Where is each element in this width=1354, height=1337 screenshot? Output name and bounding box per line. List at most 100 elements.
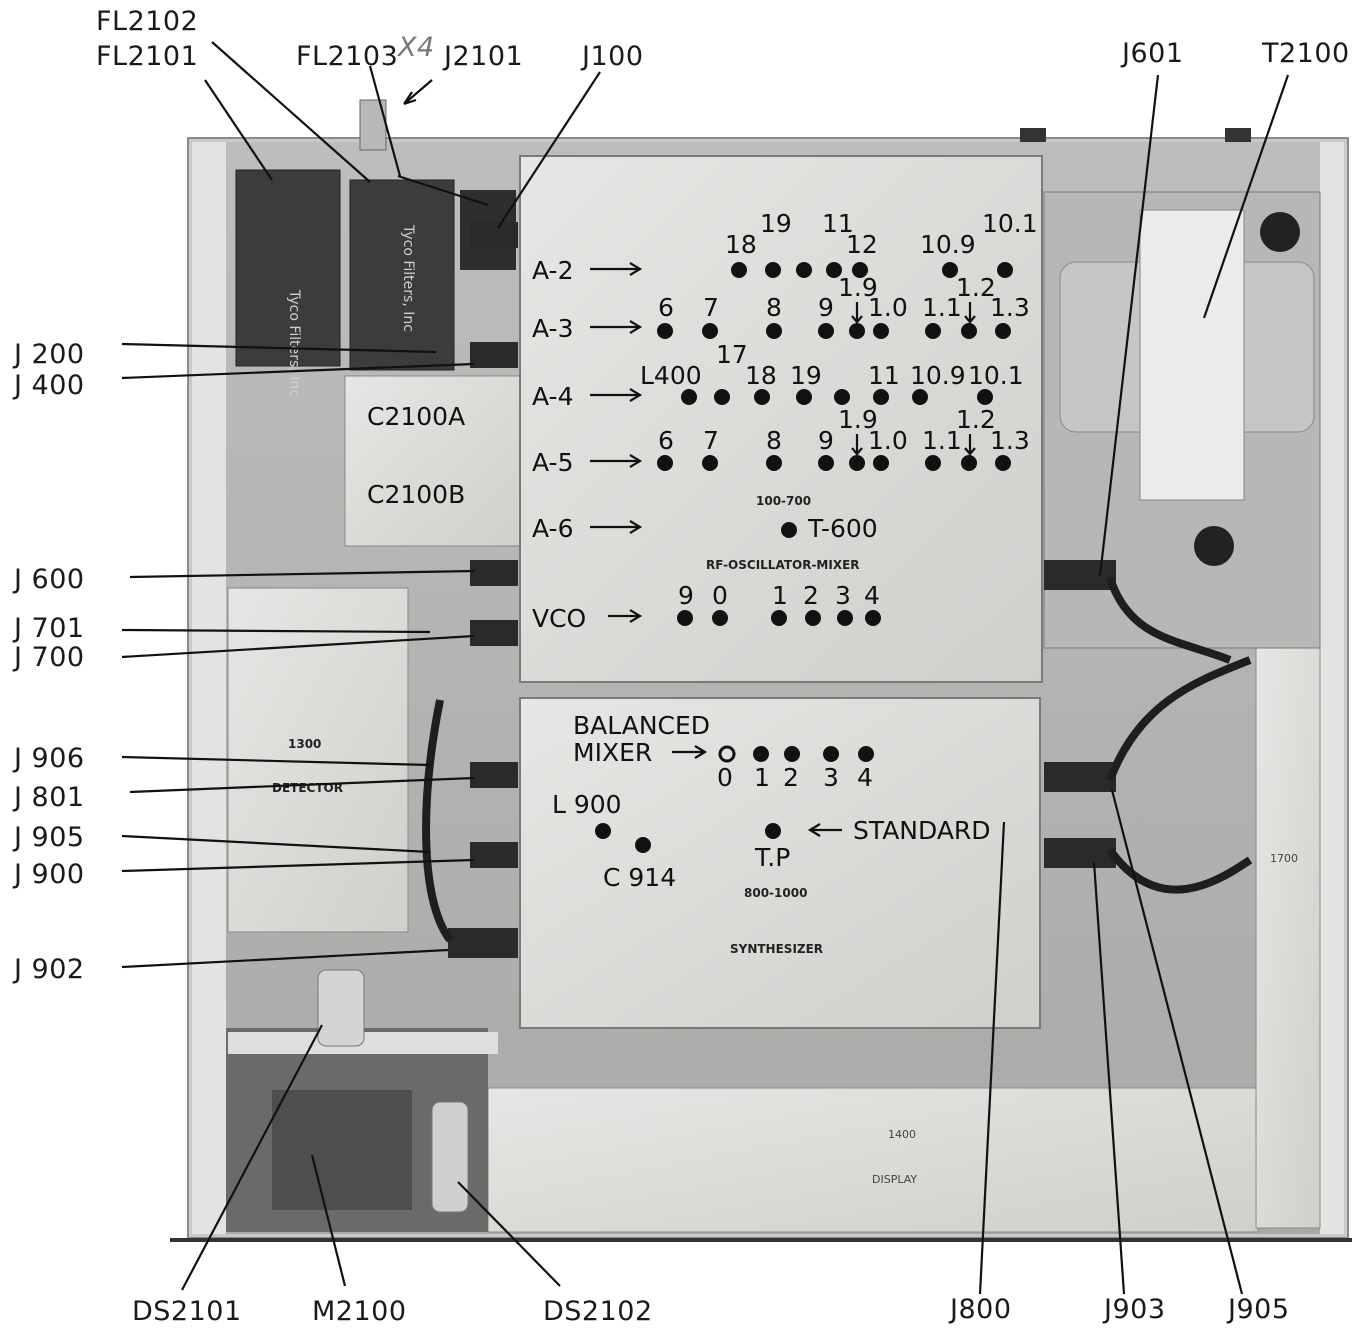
vco-num-3: 3: [835, 581, 851, 610]
mixer-num-0: 0: [717, 763, 733, 792]
standard-label: STANDARD: [853, 816, 991, 845]
row-a3-label: A-3: [532, 314, 573, 343]
connector-j600: [470, 560, 518, 586]
leader-lines: [121, 41, 1290, 1295]
a3-num-1-3: 1.3: [990, 293, 1030, 322]
a2-num-10-1: 10.1: [982, 209, 1038, 238]
side-board: 1700: [1255, 647, 1321, 1229]
filter-fl2102-maker: Tyco Filters, Inc: [400, 224, 416, 332]
a4-num-l400: L400: [640, 361, 702, 390]
label-j100: J100: [582, 41, 644, 72]
mixer-num-3: 3: [823, 763, 839, 792]
row-a2-label: A-2: [532, 256, 573, 285]
label-ds2101: DS2101: [132, 1296, 242, 1327]
filter-fl2102: Tyco Filters, Inc: [349, 179, 455, 371]
label-j900: J 900: [14, 859, 85, 890]
a2-num-18: 18: [725, 230, 757, 259]
label-ds2102: DS2102: [543, 1296, 653, 1327]
vco-num-4: 4: [864, 581, 880, 610]
label-fl2103: FL2103: [296, 41, 399, 72]
detector-number: 1300: [288, 737, 321, 751]
synth-title: SYNTHESIZER: [730, 942, 823, 956]
row-vco-label: VCO: [532, 604, 586, 633]
connector-j902: [448, 928, 518, 958]
label-j400: J 400: [14, 370, 85, 401]
a5-num-1-1: 1.1: [922, 426, 962, 455]
label-j905: J 905: [14, 822, 85, 853]
a3-num-6: 6: [658, 293, 674, 322]
a4-num-19: 19: [790, 361, 822, 390]
a4-num-10-9: 10.9: [910, 361, 966, 390]
a5-num-1-9: 1.9: [838, 405, 878, 434]
label-fl2102: FL2102: [96, 6, 199, 37]
vco-num-2: 2: [803, 581, 819, 610]
a4-num-18: 18: [745, 361, 777, 390]
label-j601: J601: [1122, 38, 1184, 69]
tp-label: T.P: [754, 843, 790, 872]
row-a4-label: A-4: [532, 382, 573, 411]
side-board-number: 1700: [1270, 852, 1298, 865]
mixer-num-1: 1: [754, 763, 770, 792]
capacitor-c2100: C2100A C2100B: [344, 375, 524, 547]
a5-num-9: 9: [818, 426, 834, 455]
a5-num-1-2: 1.2: [956, 405, 996, 434]
label-fl2101: FL2101: [96, 41, 199, 72]
label-j701: J 701: [14, 613, 85, 644]
a2-num-12: 12: [846, 230, 878, 259]
a4-num-11: 11: [868, 361, 900, 390]
label-j902: J 902: [14, 954, 85, 985]
row-a3: 6 7 8 9 1.9 1.0 1.1 1.2 1.3: [657, 273, 1030, 339]
synthesizer-module: 800-1000 SYNTHESIZER: [519, 697, 1041, 1029]
row-a6: T-600: [781, 514, 878, 543]
vco-num-0: 0: [712, 581, 728, 610]
connectors: [422, 222, 1253, 958]
connector-j601: [1044, 560, 1116, 590]
connector-j900: [470, 842, 518, 868]
a2-num-11: 11: [822, 209, 854, 238]
label-j2101: J2101: [444, 41, 524, 72]
a4-num-10-1: 10.1: [968, 361, 1024, 390]
filter-fl2101: Tyco Filters, Inc: [235, 169, 341, 397]
label-j905-right: J905: [1228, 1294, 1290, 1325]
a3-num-7: 7: [703, 293, 719, 322]
l900-label: L 900: [552, 790, 622, 819]
connector-j903: [1044, 838, 1116, 868]
capacitor-c2100b-label: C2100B: [367, 480, 465, 509]
a3-num-1-1: 1.1: [922, 293, 962, 322]
a5-num-6: 6: [658, 426, 674, 455]
meter-area: [226, 969, 498, 1232]
a5-num-7: 7: [703, 426, 719, 455]
synth-range: 800-1000: [744, 886, 807, 900]
a5-num-1-0: 1.0: [868, 426, 908, 455]
rf-oscillator-mixer-module: 100-700 RF-OSCILLATOR-MIXER: [519, 155, 1043, 683]
display-module: 1400 DISPLAY: [487, 1087, 1259, 1233]
display-number: 1400: [888, 1128, 916, 1141]
connector-j200: [470, 342, 518, 368]
row-a6-label: A-6: [532, 514, 573, 543]
row-a5: 6 7 8 9 1.9 1.0 1.1 1.2 1.3: [657, 405, 1030, 471]
row-vco: 9 0 1 2 3 4: [677, 581, 881, 626]
label-j600: J 600: [14, 564, 85, 595]
vco-num-1: 1: [772, 581, 788, 610]
vco-num-9: 9: [678, 581, 694, 610]
label-j700: J 700: [14, 642, 85, 673]
connector-j800: [1044, 762, 1116, 792]
a5-num-8: 8: [766, 426, 782, 455]
capacitor-c2100a-label: C2100A: [367, 402, 465, 431]
synth-labels: BALANCED MIXER 0 1 2 3 4 L 900 C 914 T.P…: [552, 711, 991, 892]
label-m2100: M2100: [312, 1296, 407, 1327]
a3-num-1-2: 1.2: [956, 273, 996, 302]
label-j903: J903: [1104, 1294, 1166, 1325]
mixer-num-2: 2: [783, 763, 799, 792]
filter-fl2101-maker: Tyco Filters, Inc: [286, 289, 302, 397]
rf-row-arrows: [590, 262, 643, 623]
label-j801: J 801: [14, 782, 85, 813]
a2-num-19: 19: [760, 209, 792, 238]
mixer-label: MIXER: [573, 738, 652, 767]
a3-num-8: 8: [766, 293, 782, 322]
a6-test-point: T-600: [807, 514, 878, 543]
row-a5-label: A-5: [532, 448, 573, 477]
rf-row-labels: A-2 A-3 A-4 A-5 A-6 VCO: [532, 256, 586, 633]
rf-title: RF-OSCILLATOR-MIXER: [706, 558, 860, 572]
